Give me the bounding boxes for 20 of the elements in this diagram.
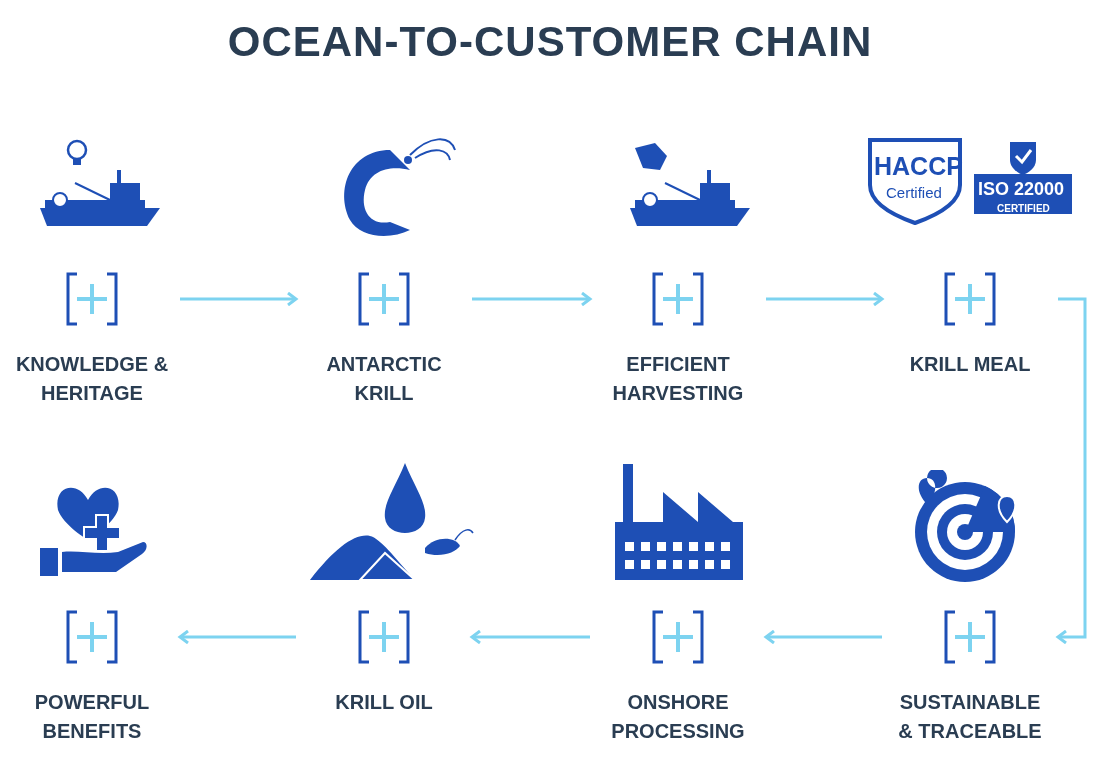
badge-text: HACCP	[874, 152, 963, 181]
step-label: KRILL OIL	[334, 690, 434, 715]
title: OCEAN-TO-CUSTOMER CHAIN	[226, 18, 874, 66]
arrow	[1056, 297, 1087, 645]
badge-text: CERTIFIED	[997, 203, 1050, 214]
step-label: SUSTAINABLE & TRACEABLE	[897, 690, 1043, 744]
arrow	[178, 629, 296, 645]
arrow	[180, 291, 298, 307]
badge-text: ISO 22000	[978, 179, 1065, 200]
step-label: POWERFUL BENEFITS	[33, 690, 151, 744]
step-label: EFFICIENT HARVESTING	[611, 352, 745, 406]
step-label: ANTARCTIC KRILL	[325, 352, 443, 406]
step-label: KRILL MEAL	[908, 352, 1032, 377]
arrow	[766, 291, 884, 307]
arrow	[472, 291, 592, 307]
arrow	[764, 629, 882, 645]
arrow	[470, 629, 590, 645]
step-label: KNOWLEDGE & HERITAGE	[14, 352, 170, 406]
badge-text: Certified	[886, 184, 942, 201]
step-label: ONSHORE PROCESSING	[610, 690, 746, 744]
